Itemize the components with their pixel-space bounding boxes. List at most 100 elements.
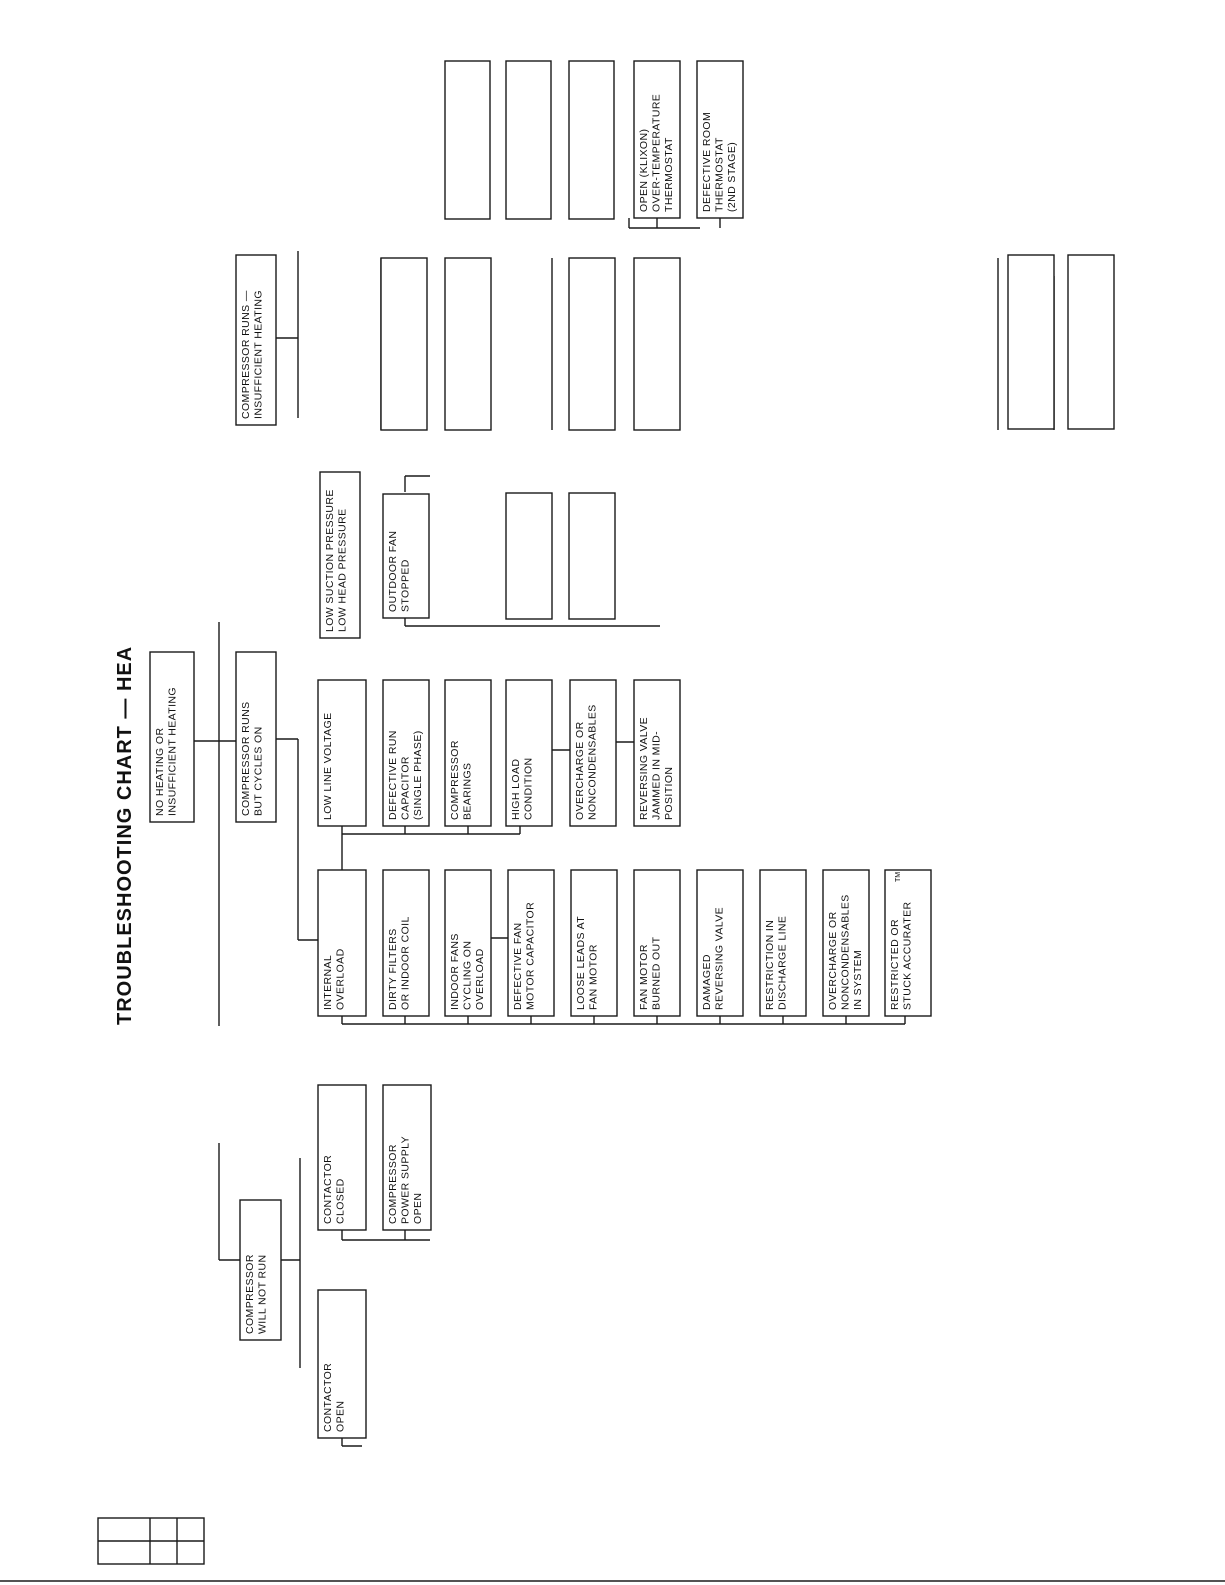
node-box [633, 679, 681, 827]
node-label-line: LOW HEAD PRESSURE [337, 509, 349, 633]
node-box [444, 869, 492, 1017]
node-label-line: FAN MOTOR [638, 944, 650, 1010]
node-label-line: REVERSING VALVE [638, 717, 650, 820]
node-label-line: DIRTY FILTERS [387, 928, 399, 1010]
node-label-line: CAPACITOR [400, 756, 412, 820]
node-label-line: INDOOR FANS [449, 933, 461, 1010]
node-label-line: STUCK ACCURATER [902, 902, 914, 1010]
node-box [444, 679, 492, 827]
node-box [317, 679, 367, 827]
node-label-line: OVERCHARGE OR [827, 911, 839, 1010]
node-label-line: DEFECTIVE FAN [512, 923, 524, 1010]
node-box [235, 254, 277, 426]
node-label-line: OVERLOAD [474, 948, 486, 1010]
node-label-line: OPEN [412, 1193, 424, 1224]
node-label-line: RESTRICTION IN [764, 920, 776, 1010]
node-label-line: CONDITION [523, 757, 535, 820]
node-label-line: NONCONDENSABLES [840, 894, 852, 1010]
node-label-line: CONTACTOR [322, 1363, 334, 1432]
node-label-line: COMPRESSOR RUNS — [240, 290, 252, 419]
node-label-line: COMPRESSOR [387, 1144, 399, 1224]
node-label-line: LOW LINE VOLTAGE [322, 712, 334, 820]
node-label-line: BURNED OUT [651, 936, 663, 1010]
node-box [696, 60, 744, 219]
node-compressor-runs-insufficient: COMPRESSOR RUNS —INSUFFICIENT HEATING [235, 254, 277, 426]
node-label-line: INTERNAL [322, 955, 334, 1010]
empty-boxes [380, 60, 1115, 620]
node-low-line-voltage: LOW LINE VOLTAGE [317, 679, 367, 827]
node-label-line: OPEN [335, 1401, 347, 1432]
node-box [569, 679, 617, 827]
node-label-line: COMPRESSOR [449, 740, 461, 820]
node-label-line: LOW SUCTION PRESSURE [324, 489, 336, 632]
node-box [382, 1084, 432, 1231]
connector-lines [194, 218, 1055, 1447]
node-label-line: HIGH LOAD [510, 759, 522, 820]
node-label-line: OUTDOOR FAN [387, 531, 399, 612]
node-label-line: BEARINGS [462, 763, 474, 820]
revision-table [97, 1517, 205, 1565]
node-box [319, 471, 361, 639]
node-label-line: THERMOSTAT [714, 137, 726, 212]
node-box [235, 651, 277, 823]
node-label-line: BUT CYCLES ON [253, 726, 265, 816]
node-label-line: OPEN (KLIXON) [638, 129, 650, 212]
node-label-line: DEFECTIVE ROOM [701, 112, 713, 212]
node-box [696, 869, 744, 1017]
node-label-line: INSUFFICIENT HEATING [167, 687, 179, 816]
node-label-line: DISCHARGE LINE [777, 916, 789, 1010]
node-box [633, 869, 681, 1017]
node-label-line: (2ND STAGE) [726, 142, 738, 212]
node-box [317, 1084, 367, 1231]
node-label-line: POWER SUPPLY [400, 1136, 412, 1224]
node-label-line: NO HEATING OR [154, 728, 166, 816]
node-box [505, 679, 553, 827]
node-box [382, 679, 430, 827]
node-box [382, 493, 430, 619]
node-label-line: REVERSING VALVE [714, 907, 726, 1010]
node-box [317, 1289, 367, 1439]
node-label-line: POSITION [663, 767, 675, 820]
node-label-line: COMPRESSOR RUNS [240, 701, 252, 816]
node-label-line: THERMOSTAT [663, 137, 675, 212]
node-label-line: OR INDOOR COIL [400, 916, 412, 1010]
node-label-line: LOOSE LEADS AT [575, 916, 587, 1010]
node-box [239, 1199, 282, 1341]
node-box [507, 869, 555, 1017]
node-label-line: DEFECTIVE RUN [387, 730, 399, 820]
node-box [317, 869, 367, 1017]
node-label-line: DAMAGED [701, 954, 713, 1010]
node-label-line: FAN MOTOR [588, 944, 600, 1010]
chart-title: TROUBLESHOOTING CHART — HEA [114, 646, 136, 1025]
node-label-line: STOPPED [400, 559, 412, 612]
node-label-line: MOTOR CAPACITOR [525, 902, 537, 1010]
node-box [759, 869, 807, 1017]
node-box [570, 869, 618, 1017]
trademark-mark: TM [895, 872, 902, 882]
node-label-line: RESTRICTED OR [889, 919, 901, 1010]
node-label-line: OVERCHARGE OR [574, 721, 586, 820]
node-label-line: OVERLOAD [335, 948, 347, 1010]
node-box [382, 869, 430, 1017]
node-box [149, 651, 195, 823]
node-box [633, 60, 681, 219]
